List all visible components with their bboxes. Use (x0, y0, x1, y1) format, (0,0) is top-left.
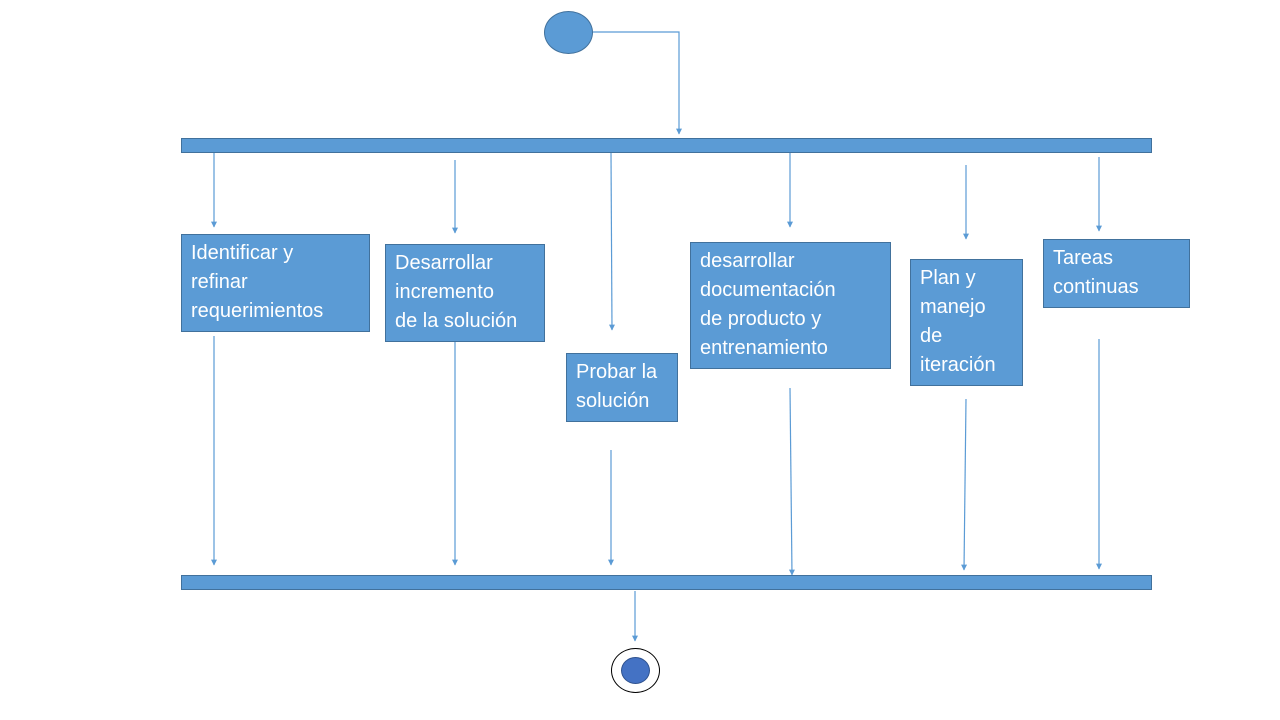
activity-documentacion-entrenamiento: desarrollar documentación de producto y … (690, 242, 891, 369)
activity-probar-solucion: Probar la solución (566, 353, 678, 422)
end-node-core (621, 657, 650, 684)
activity-identificar-requerimientos: Identificar y refinar requerimientos (181, 234, 370, 332)
fork-bar (181, 138, 1152, 153)
activity-label: Desarrollar incremento de la solución (395, 252, 518, 332)
activity-label: Identificar y refinar requerimientos (191, 242, 324, 322)
activity-label: Probar la solución (576, 361, 658, 412)
connector-fork-to-activity-3 (608, 152, 615, 331)
activity-desarrollar-incremento: Desarrollar incremento de la solución (385, 244, 545, 342)
activity-label: Tareas continuas (1053, 247, 1139, 298)
start-node (544, 11, 593, 54)
join-bar (181, 575, 1152, 590)
activity-label: desarrollar documentación de producto y … (700, 250, 836, 359)
end-node (611, 648, 660, 693)
connector-activity-5-to-join (961, 398, 968, 571)
connector-start-to-fork (593, 31, 682, 135)
activity-label: Plan y manejo de iteración (920, 267, 996, 376)
connector-activity-4-to-join (788, 387, 795, 576)
activity-plan-manejo-iteracion: Plan y manejo de iteración (910, 259, 1023, 386)
activity-tareas-continuas: Tareas continuas (1043, 239, 1190, 308)
